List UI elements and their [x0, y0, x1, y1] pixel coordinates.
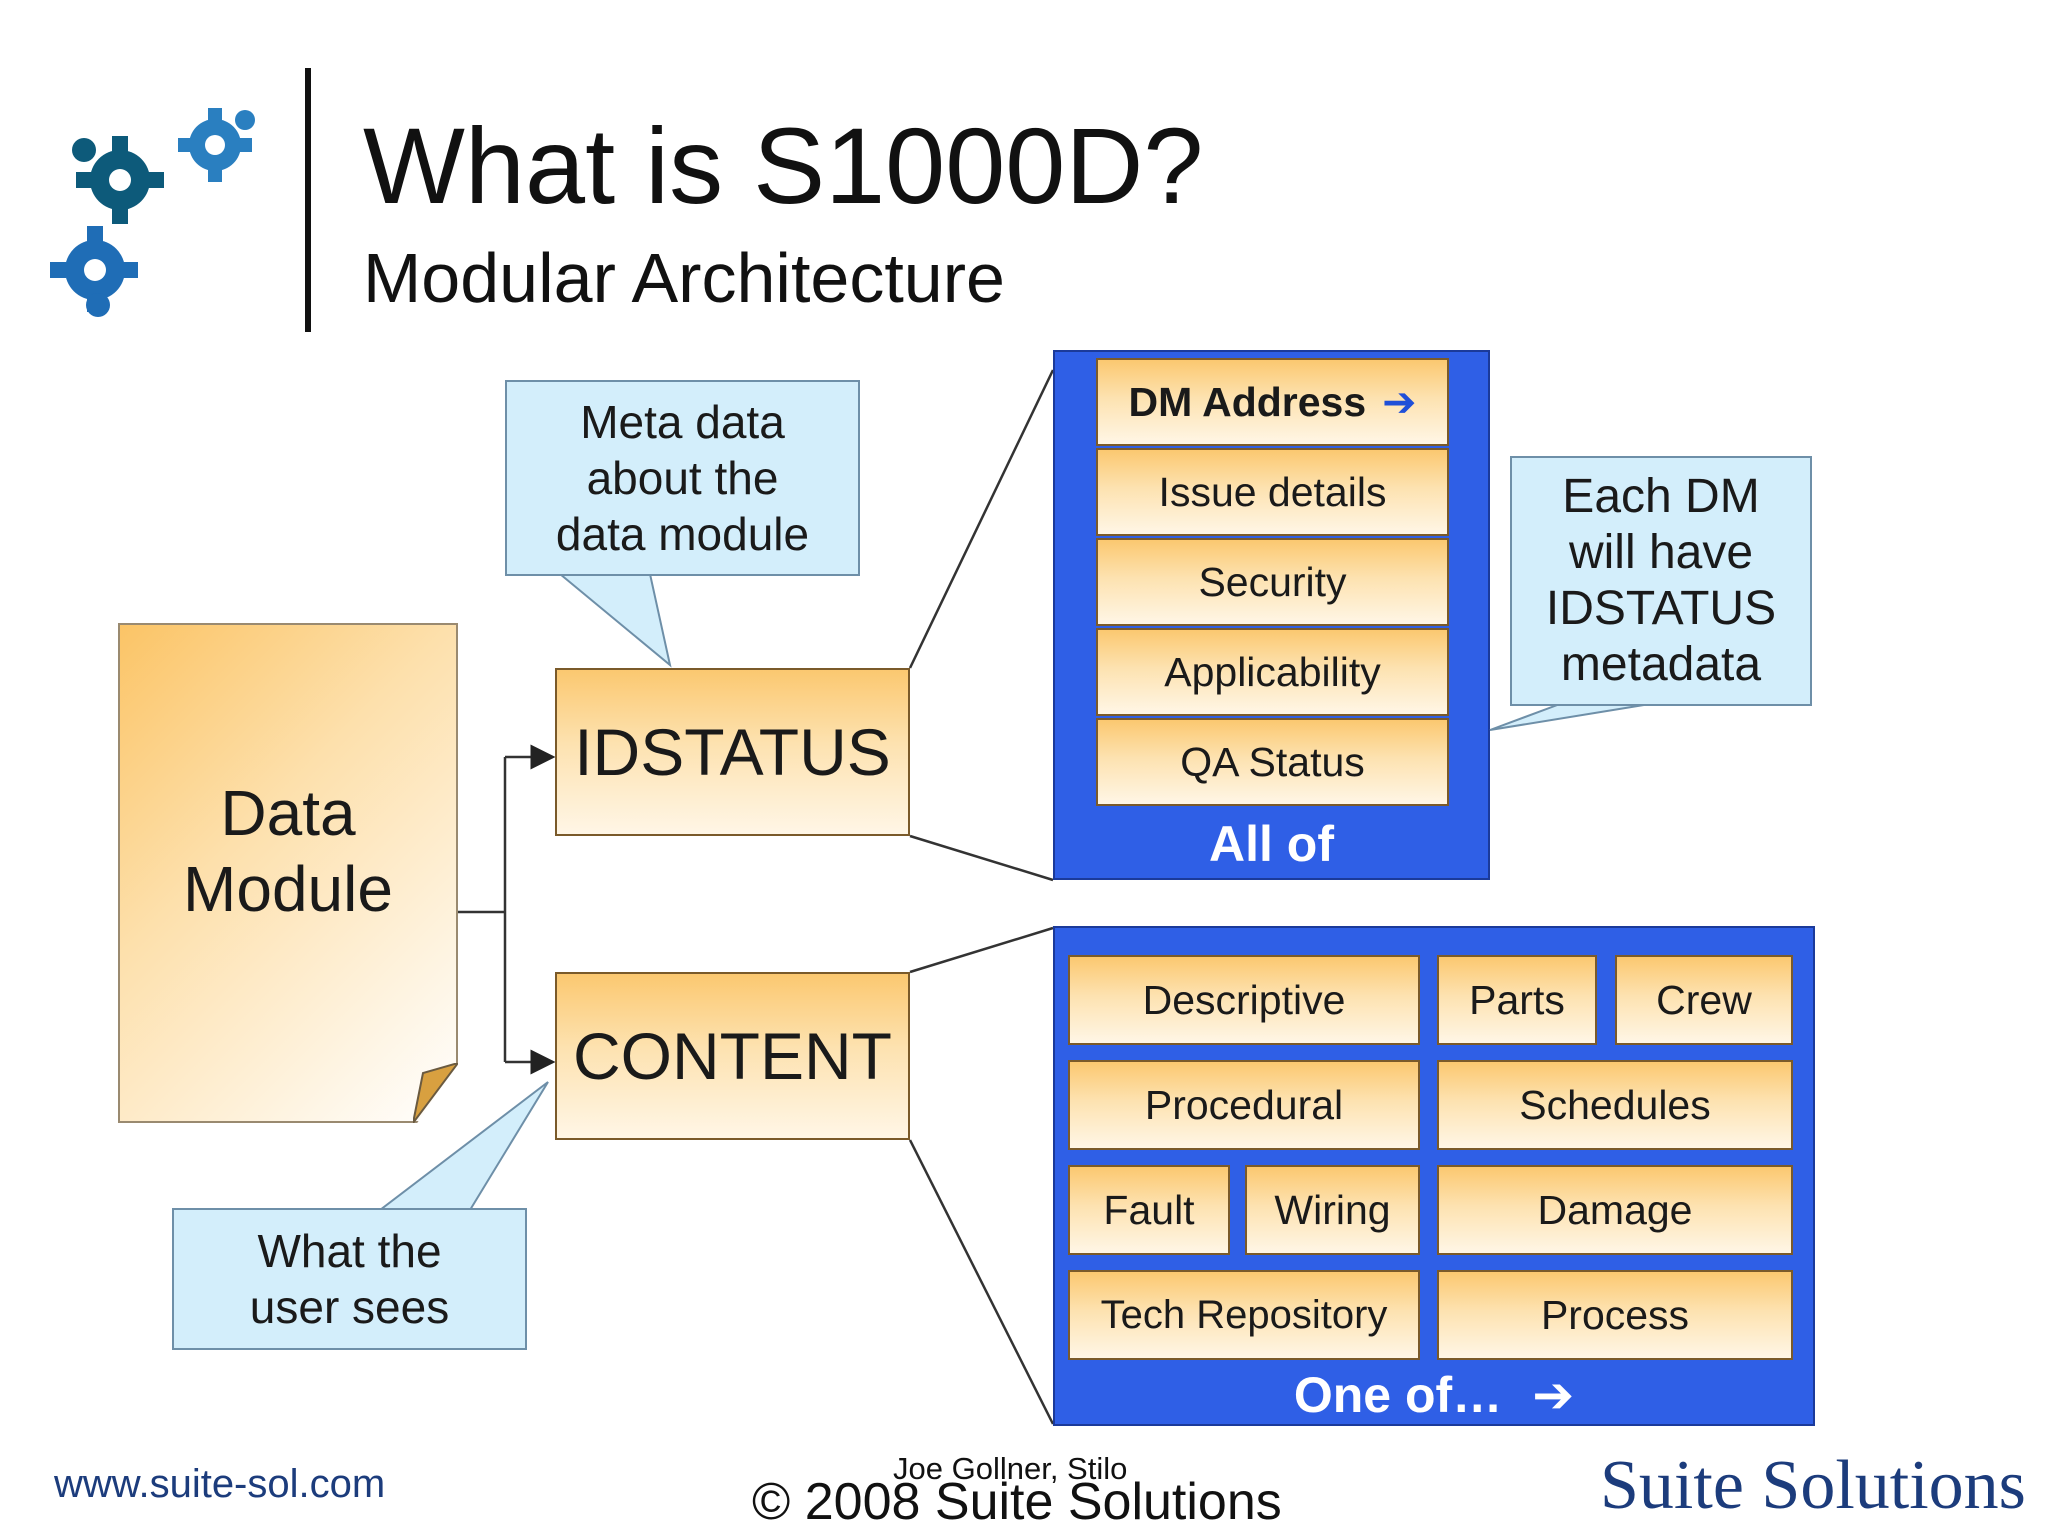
content-item-schedules: Schedules: [1437, 1060, 1793, 1150]
data-module-document: [118, 623, 458, 1123]
content-item-parts: Parts: [1437, 955, 1597, 1045]
footer-url: www.suite-sol.com: [54, 1462, 386, 1506]
right-arrow-icon: ➔: [1382, 379, 1417, 425]
idstatus-box: IDSTATUS: [555, 668, 910, 836]
idstatus-item-applicability: Applicability: [1096, 628, 1449, 716]
footer-copyright: © 2008 Suite Solutions: [752, 1473, 1282, 1531]
idstatus-panel-footer: All of: [1209, 816, 1334, 872]
suite-solutions-gears-logo: [50, 108, 255, 317]
idstatus-item-security: Security: [1096, 538, 1449, 626]
content-item-process: Process: [1437, 1270, 1793, 1360]
idstatus-item-qa-status: QA Status: [1096, 718, 1449, 806]
content-item-damage: Damage: [1437, 1165, 1793, 1255]
header-divider: [305, 68, 311, 332]
idstatus-item-issue-details: Issue details: [1096, 448, 1449, 536]
callout-metadata-note: Meta data about the data module: [505, 380, 860, 576]
content-box: CONTENT: [555, 972, 910, 1140]
footer-author: Joe Gollner, Stilo: [893, 1451, 1128, 1486]
callout-user-sees-note: What the user sees: [172, 1208, 527, 1350]
content-panel-footer: One of…➔: [1293, 1367, 1575, 1423]
content-item-wiring: Wiring: [1245, 1165, 1420, 1255]
right-arrow-icon: ➔: [1532, 1367, 1575, 1423]
footer-brand: Suite Solutions: [1600, 1447, 2026, 1524]
page-title: What is S1000D?: [363, 105, 1204, 226]
data-module-label: Data Module: [183, 777, 393, 925]
idstatus-item-dm-address: DM Address➔: [1096, 358, 1449, 446]
content-item-descriptive: Descriptive: [1068, 955, 1420, 1045]
page-fold-corner: [413, 1063, 458, 1123]
content-item-crew: Crew: [1615, 955, 1793, 1045]
content-item-tech-repository: Tech Repository: [1068, 1270, 1420, 1360]
callout-each-dm-note: Each DM will have IDSTATUS metadata: [1510, 456, 1812, 706]
content-item-procedural: Procedural: [1068, 1060, 1420, 1150]
content-item-fault: Fault: [1068, 1165, 1230, 1255]
page-subtitle: Modular Architecture: [363, 239, 1005, 317]
